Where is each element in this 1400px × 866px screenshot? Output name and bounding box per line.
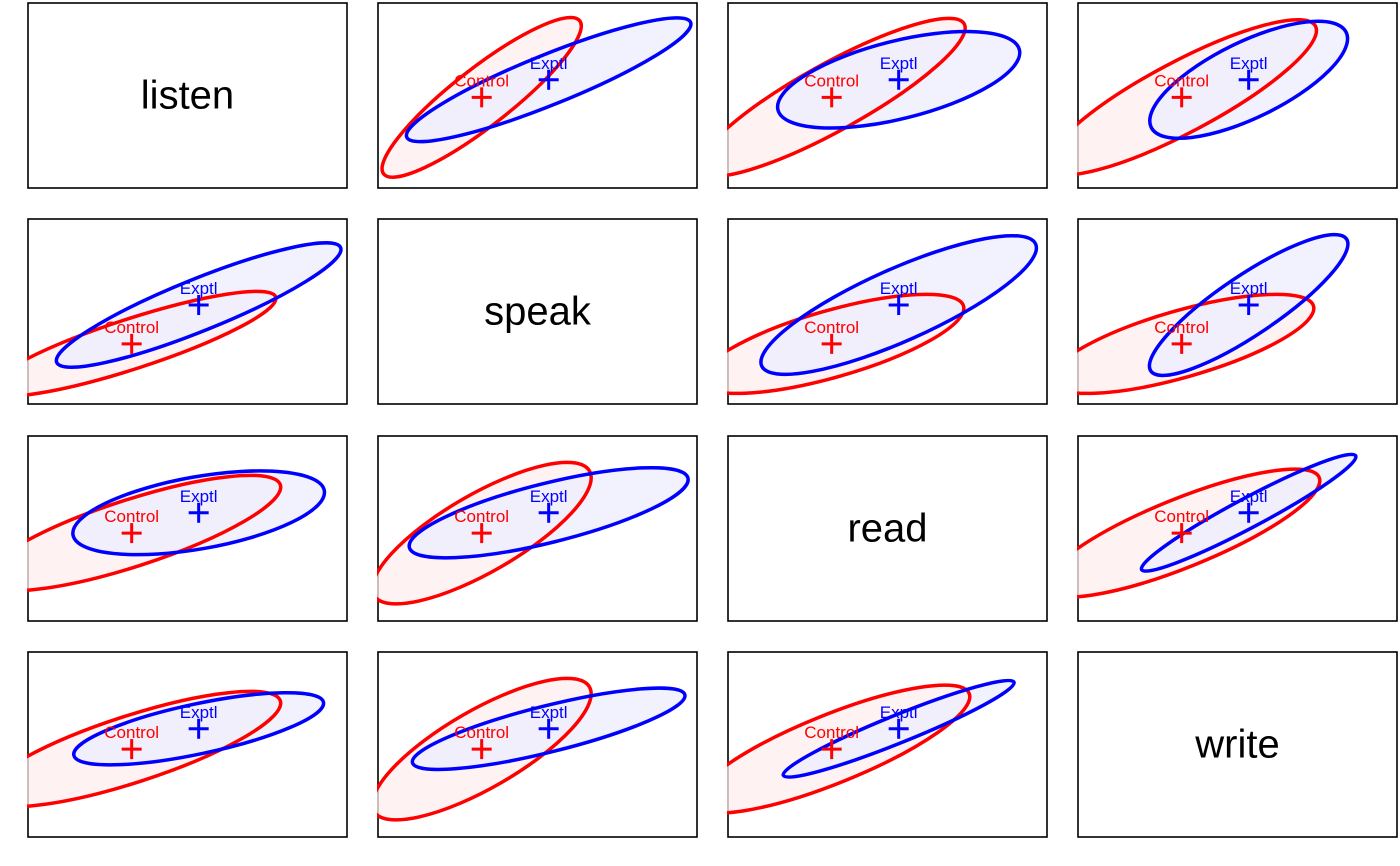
- exptl-label: Exptl: [180, 703, 218, 722]
- panel-data-1-2: Control Exptl: [727, 233, 1039, 396]
- panel-0-0: listen: [27, 2, 348, 189]
- panel-data-3-1: Control Exptl: [377, 676, 687, 822]
- exptl-ellipse: [1147, 232, 1350, 378]
- exptl-ellipse: [775, 29, 1022, 130]
- panel-data-1-0: Control Exptl: [27, 241, 343, 399]
- control-ellipse: [1077, 292, 1316, 396]
- control-label: Control: [804, 723, 859, 742]
- control-ellipse: [727, 683, 972, 815]
- control-mean-marker: [121, 739, 142, 760]
- panel-3-3: write: [1077, 651, 1398, 838]
- control-label: Control: [104, 507, 159, 526]
- variable-label-write: write: [1194, 723, 1279, 767]
- control-mean-marker: [821, 333, 842, 354]
- control-mean-marker: [821, 739, 842, 760]
- exptl-ellipse: [407, 465, 690, 560]
- exptl-label: Exptl: [1230, 487, 1268, 506]
- exptl-mean-marker: [538, 502, 559, 523]
- exptl-mean-marker: [188, 718, 209, 739]
- control-label: Control: [454, 723, 509, 742]
- exptl-mean-marker: [188, 295, 209, 316]
- control-mean-marker: [471, 87, 492, 108]
- variable-label-read: read: [847, 507, 927, 551]
- panel-data-2-3: Control Exptl: [1077, 452, 1358, 599]
- control-label: Control: [454, 71, 509, 90]
- exptl-ellipse: [1148, 19, 1350, 141]
- control-ellipse: [377, 676, 593, 822]
- control-label: Control: [454, 507, 509, 526]
- control-ellipse: [1077, 17, 1319, 177]
- variable-label-listen: listen: [141, 74, 234, 118]
- exptl-label: Exptl: [880, 54, 918, 73]
- panel-data-0-1: Control Exptl: [380, 15, 693, 179]
- panel-2-2: read: [727, 435, 1048, 622]
- control-mean-marker: [471, 739, 492, 760]
- control-mean-marker: [121, 523, 142, 544]
- control-label: Control: [104, 723, 159, 742]
- panel-frame: [377, 218, 698, 405]
- exptl-mean-marker: [538, 718, 559, 739]
- exptl-label: Exptl: [1230, 279, 1268, 298]
- control-label: Control: [804, 318, 859, 337]
- exptl-label: Exptl: [530, 54, 568, 73]
- panel-data-3-2: Control Exptl: [727, 678, 1016, 815]
- control-label: Control: [804, 71, 859, 90]
- control-mean-marker: [1171, 87, 1192, 108]
- exptl-mean-marker: [1238, 295, 1259, 316]
- control-mean-marker: [1171, 333, 1192, 354]
- exptl-label: Exptl: [880, 279, 918, 298]
- exptl-mean-marker: [1238, 69, 1259, 90]
- exptl-mean-marker: [888, 295, 909, 316]
- exptl-label: Exptl: [180, 487, 218, 506]
- panel-data-3-0: Control Exptl: [27, 689, 326, 809]
- control-mean-marker: [1171, 523, 1192, 544]
- control-label: Control: [1154, 71, 1209, 90]
- exptl-label: Exptl: [180, 279, 218, 298]
- exptl-mean-marker: [188, 502, 209, 523]
- exptl-label: Exptl: [530, 487, 568, 506]
- exptl-ellipse: [71, 469, 327, 557]
- control-ellipse: [380, 15, 584, 179]
- panel-data-0-3: Control Exptl: [1077, 17, 1350, 177]
- control-mean-marker: [821, 87, 842, 108]
- control-mean-marker: [471, 523, 492, 544]
- panel-frame: [1077, 651, 1398, 838]
- panel-data-2-1: Control Exptl: [377, 460, 690, 606]
- exptl-mean-marker: [538, 69, 559, 90]
- control-mean-marker: [121, 333, 142, 354]
- panel-frame: [27, 2, 348, 189]
- exptl-ellipse: [759, 233, 1039, 377]
- variable-label-speak: speak: [484, 290, 592, 334]
- exptl-ellipse: [404, 16, 693, 144]
- panel-data-0-2: Control Exptl: [727, 16, 1022, 179]
- control-ellipse: [27, 689, 283, 809]
- exptl-mean-marker: [888, 69, 909, 90]
- control-label: Control: [1154, 318, 1209, 337]
- exptl-mean-marker: [1238, 502, 1259, 523]
- control-label: Control: [104, 318, 159, 337]
- control-ellipse: [727, 292, 966, 396]
- exptl-ellipse: [410, 686, 687, 772]
- exptl-ellipse: [1139, 452, 1358, 573]
- control-ellipse: [27, 473, 283, 593]
- panel-data-1-3: Control Exptl: [1077, 232, 1350, 396]
- control-ellipse: [1077, 467, 1322, 599]
- exptl-mean-marker: [888, 718, 909, 739]
- exptl-ellipse: [71, 690, 326, 767]
- panel-1-1: speak: [377, 218, 698, 405]
- exptl-ellipse: [781, 678, 1016, 779]
- control-ellipse: [377, 460, 593, 606]
- exptl-ellipse: [54, 241, 343, 369]
- control-label: Control: [1154, 507, 1209, 526]
- exptl-label: Exptl: [1230, 54, 1268, 73]
- panel-frame: [727, 435, 1048, 622]
- exptl-label: Exptl: [530, 703, 568, 722]
- exptl-label: Exptl: [880, 703, 918, 722]
- panel-data-2-0: Control Exptl: [27, 469, 327, 593]
